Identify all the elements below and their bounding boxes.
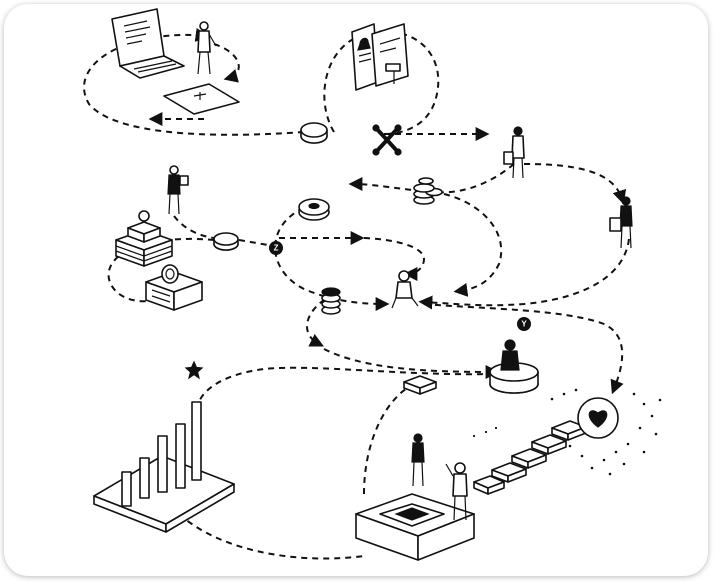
- sitting-person-icon: [489, 339, 539, 394]
- path-shopper-right: [523, 163, 627, 205]
- platform-box-icon: [355, 493, 475, 561]
- path-s-upper: [443, 193, 503, 297]
- path-laptop-loop: [83, 27, 305, 136]
- path-door-loop: [323, 30, 440, 135]
- path-to-chart: [198, 366, 495, 403]
- path-coins-top: [348, 163, 515, 194]
- shopping-person-icon: [609, 196, 633, 249]
- crossed-tools-icon: [372, 124, 402, 156]
- button-disc-icon: [213, 232, 239, 251]
- shopping-person-icon: [503, 126, 525, 179]
- path-chart-to-platform: [178, 513, 365, 560]
- journey-diagram: Z Y: [83, 8, 662, 561]
- marker-y: Y: [517, 317, 531, 331]
- sitting-person-icon: [391, 270, 419, 309]
- path-middle-arrow2: [363, 237, 426, 281]
- platform-box-icon: [403, 375, 437, 395]
- person-icon: [197, 21, 217, 75]
- coin-stack-icon: [413, 177, 443, 205]
- robot-vacuum-icon: [298, 198, 330, 221]
- laptop-icon: [111, 8, 185, 79]
- dashed-paths: [83, 27, 630, 560]
- bar-chart-icon: [93, 401, 235, 533]
- path-right-down: [418, 238, 630, 310]
- path-s-curve: [274, 203, 390, 311]
- layered-cake-icon: [115, 210, 173, 267]
- marker-z-label: Z: [274, 244, 279, 253]
- sparkle-dots: [472, 388, 662, 476]
- reading-person-icon: [167, 165, 189, 215]
- path-platform-up: [363, 383, 415, 495]
- door-icon: [371, 23, 409, 87]
- path-reader-down: [173, 215, 215, 239]
- person-icon: [445, 462, 468, 521]
- path-lower-left: [306, 293, 335, 347]
- path-lower-bottom: [323, 348, 500, 379]
- gift-box-icon: [145, 264, 203, 311]
- person-icon: [411, 433, 425, 487]
- path-to-z: [238, 239, 275, 247]
- star-icon: [184, 360, 204, 380]
- illustration-frame: Z Y: [4, 4, 708, 576]
- marker-z: Z: [269, 241, 283, 255]
- marker-y-label: Y: [521, 320, 527, 329]
- coin-stack-icon: [321, 287, 341, 315]
- heart-icon: [577, 397, 619, 439]
- button-disc-icon: [300, 122, 328, 144]
- stepping-stones-icon: [473, 420, 587, 495]
- path-laptop-return: [213, 43, 240, 83]
- paper-sheet-icon: [163, 83, 240, 115]
